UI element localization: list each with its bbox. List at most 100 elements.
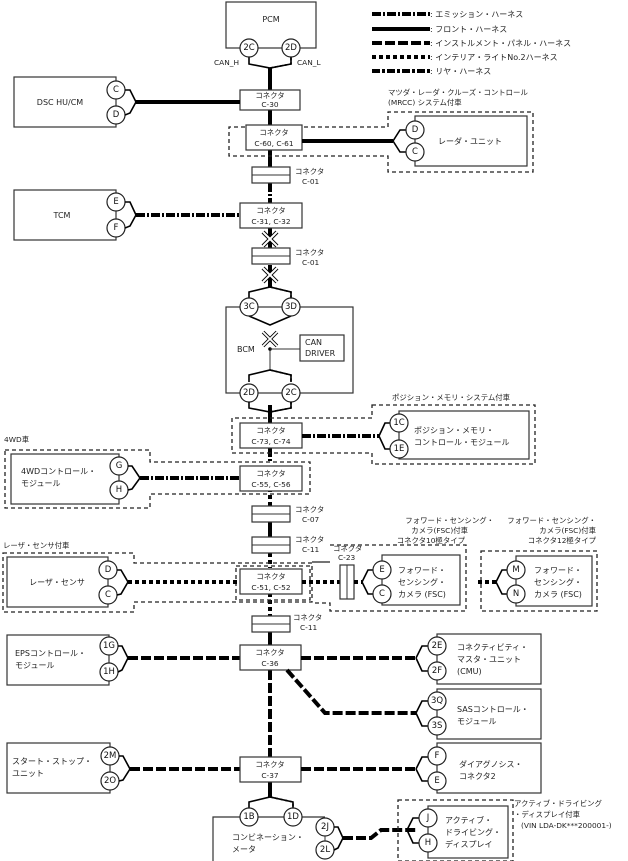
svg-text:BCM: BCM xyxy=(237,345,255,354)
svg-text:1G: 1G xyxy=(103,641,115,651)
svg-text:アクティブ・: アクティブ・ xyxy=(445,815,492,825)
svg-text:2D: 2D xyxy=(243,388,255,398)
laser-sensor-option: レーザ・センサ付車 レーザ・センサ D C コネクタ C-51, C-52 xyxy=(2,541,340,613)
svg-text:CAN: CAN xyxy=(305,338,322,347)
svg-text:C-11: C-11 xyxy=(302,545,320,554)
sas-module: 3Q 3S SASコントロール・ モジュール xyxy=(415,688,542,740)
svg-text:C-55, C-56: C-55, C-56 xyxy=(251,480,290,489)
svg-text:コントロール・モジュール: コントロール・モジュール xyxy=(414,438,509,447)
svg-text:レーザ・センサ付車: レーザ・センサ付車 xyxy=(3,541,70,550)
svg-text:ポジション・メモリ・: ポジション・メモリ・ xyxy=(414,426,494,435)
legend-label-instrument: : インストルメント・パネル・ハーネス xyxy=(430,39,571,48)
legend-label-interior: : インテリア・ライトNo.2ハーネス xyxy=(430,53,558,62)
svg-text:ポジション・メモリ・システム付車: ポジション・メモリ・システム付車 xyxy=(392,393,511,402)
pcm-module: PCM 2C 2D CAN_H CAN_L xyxy=(214,1,321,69)
bcm-module: CAN DRIVER BCM 3C 3D 2D 2C xyxy=(225,286,354,413)
svg-text:D: D xyxy=(105,565,112,575)
svg-text:E: E xyxy=(379,565,384,575)
legend: : エミッション・ハーネス : フロント・ハーネス : インストルメント・パネル… xyxy=(372,10,571,76)
svg-text:コネクタ: コネクタ xyxy=(256,206,285,215)
svg-text:C: C xyxy=(379,589,385,599)
can-l-label: CAN_L xyxy=(297,58,321,67)
svg-text:C-01: C-01 xyxy=(302,258,320,267)
connector-c01-a: コネクタ C-01 xyxy=(251,166,324,186)
svg-text:ドライビング・: ドライビング・ xyxy=(445,827,501,837)
twisted-pair-mark xyxy=(261,266,279,284)
svg-text:モジュール: モジュール xyxy=(15,661,54,670)
connector-c30: コネクタ C-30 xyxy=(239,89,301,111)
svg-text:2C: 2C xyxy=(243,43,254,53)
connector-c31: コネクタ C-31, C-32 xyxy=(239,202,303,229)
svg-text:コネクタ: コネクタ xyxy=(293,613,322,622)
svg-text:コネクタ: コネクタ xyxy=(255,91,284,100)
dsc-module: DSC HU/CM C D xyxy=(13,76,240,128)
svg-text:4WDコントロール・: 4WDコントロール・ xyxy=(21,467,96,476)
legend-label-front: : フロント・ハーネス xyxy=(430,25,507,34)
svg-text:2E: 2E xyxy=(432,641,443,651)
svg-text:カメラ(FSC)付車: カメラ(FSC)付車 xyxy=(539,526,596,535)
svg-text:3D: 3D xyxy=(285,302,297,312)
svg-text:C-23: C-23 xyxy=(338,553,356,562)
svg-text:ユニット: ユニット xyxy=(12,769,44,778)
awd-option: 4WD車 4WDコントロール・ モジュール G H コネクタ C-55, C-5… xyxy=(4,435,311,509)
svg-text:コネクティビティ・: コネクティビティ・ xyxy=(457,643,528,652)
svg-text:2C: 2C xyxy=(285,388,296,398)
active-driving-display-option: アクティブ・ドライビング ・ディスプレイ付車 (VIN LDA-DK***200… xyxy=(397,799,612,861)
svg-text:1B: 1B xyxy=(243,812,254,822)
pcm-label: PCM xyxy=(262,15,279,24)
svg-text:ダイアグノシス・: ダイアグノシス・ xyxy=(459,759,522,769)
svg-text:マツダ・レーダ・クルーズ・コントロール: マツダ・レーダ・クルーズ・コントロール xyxy=(388,88,528,97)
svg-text:C-36: C-36 xyxy=(261,659,279,668)
svg-text:アクティブ・ドライビング: アクティブ・ドライビング xyxy=(514,799,602,808)
svg-text:C-37: C-37 xyxy=(261,771,279,780)
svg-text:1E: 1E xyxy=(394,444,405,454)
svg-text:1D: 1D xyxy=(287,812,299,822)
svg-text:2M: 2M xyxy=(104,751,117,761)
svg-text:SASコントロール・: SASコントロール・ xyxy=(457,705,529,714)
svg-text:C-60, C-61: C-60, C-61 xyxy=(254,139,293,148)
svg-text:コネクタ: コネクタ xyxy=(256,426,285,435)
start-stop-module: スタート・ストップ・ ユニット 2M 2O xyxy=(6,742,240,794)
svg-text:C-73, C-74: C-73, C-74 xyxy=(251,437,290,446)
fsc10-option: フォワード・センシング・ カメラ(FSC)付車 コネクタ10極タイプ コネクタ … xyxy=(312,516,494,612)
svg-text:コネクタ: コネクタ xyxy=(333,544,362,553)
svg-text:コネクタ2: コネクタ2 xyxy=(459,772,496,781)
svg-text:フォワード・: フォワード・ xyxy=(398,566,446,575)
svg-text:M: M xyxy=(512,565,519,575)
connector-c01-b: コネクタ C-01 xyxy=(251,247,324,267)
radar-option: マツダ・レーダ・クルーズ・コントロール (MRCC) システム付車 コネクタ C… xyxy=(228,88,534,173)
svg-text:コネクタ: コネクタ xyxy=(295,505,324,514)
svg-text:2F: 2F xyxy=(432,666,442,676)
connector-c36: コネクタ C-36 xyxy=(239,644,416,715)
svg-text:コネクタ: コネクタ xyxy=(295,535,324,544)
svg-text:(MRCC) システム付車: (MRCC) システム付車 xyxy=(388,98,462,107)
svg-text:コネクタ: コネクタ xyxy=(256,572,285,581)
svg-text:コネクタ10極タイプ: コネクタ10極タイプ xyxy=(397,536,466,545)
svg-text:C-01: C-01 xyxy=(302,177,320,186)
svg-text:3Q: 3Q xyxy=(431,696,443,706)
svg-text:マスタ・ユニット: マスタ・ユニット xyxy=(457,655,521,664)
svg-text:スタート・ストップ・: スタート・ストップ・ xyxy=(12,757,92,766)
svg-text:(VIN LDA-DK***200001-): (VIN LDA-DK***200001-) xyxy=(521,821,612,830)
svg-text:フォワード・センシング・: フォワード・センシング・ xyxy=(507,516,596,525)
svg-text:レーザ・センサ: レーザ・センサ xyxy=(29,578,85,587)
connector-c11-b: コネクタ C-11 xyxy=(251,613,322,633)
svg-text:D: D xyxy=(113,110,120,120)
svg-text:C: C xyxy=(113,85,119,95)
svg-text:E: E xyxy=(434,776,439,786)
svg-text:4WD車: 4WD車 xyxy=(4,435,30,444)
svg-text:E: E xyxy=(113,197,118,207)
legend-label-emission: : エミッション・ハーネス xyxy=(430,10,523,19)
svg-text:H: H xyxy=(425,838,431,848)
svg-text:3S: 3S xyxy=(432,721,443,731)
connector-c37: コネクタ C-37 xyxy=(239,756,416,783)
svg-text:DRIVER: DRIVER xyxy=(305,349,336,358)
svg-text:2D: 2D xyxy=(285,43,297,53)
svg-text:コネクタ: コネクタ xyxy=(255,760,284,769)
svg-text:C-31, C-32: C-31, C-32 xyxy=(251,217,290,226)
svg-text:TCM: TCM xyxy=(53,211,71,220)
svg-text:C-11: C-11 xyxy=(300,623,318,632)
svg-text:コネクタ: コネクタ xyxy=(295,167,324,176)
svg-text:H: H xyxy=(116,485,122,495)
